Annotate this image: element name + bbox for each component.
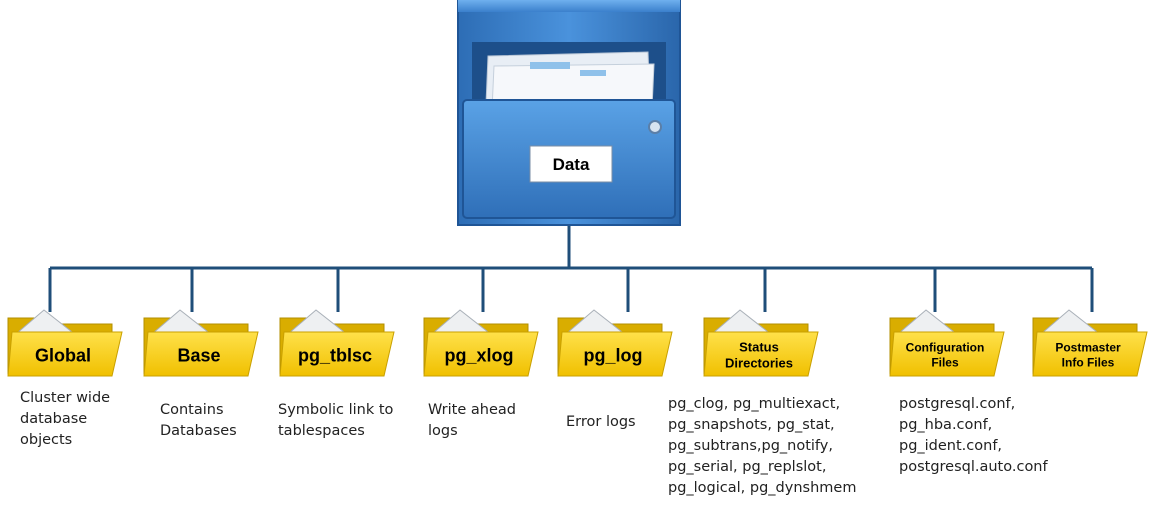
folder-pg-xlog: pg_xlog xyxy=(423,309,539,377)
description-line: Contains xyxy=(160,402,224,418)
description-line: logs xyxy=(428,423,458,439)
description-line: pg_logical, pg_dynshmem xyxy=(668,480,857,496)
description-pg-log: Error logs xyxy=(566,412,636,433)
folder-label: Info Files xyxy=(1062,356,1115,370)
folder-label: Base xyxy=(177,345,220,365)
folder-label: Postmaster xyxy=(1055,341,1121,355)
description-line: pg_serial, pg_replslot, xyxy=(668,459,827,475)
description-line: pg_snapshots, pg_stat, xyxy=(668,417,835,433)
folder-label: pg_xlog xyxy=(444,345,513,365)
description-line: Error logs xyxy=(566,414,636,430)
description-pg-tblsc: Symbolic link to tablespaces xyxy=(278,400,393,442)
connector-lines xyxy=(48,222,1094,312)
description-line: pg_clog, pg_multiexact, xyxy=(668,396,841,412)
folder-label: Status xyxy=(739,340,779,355)
description-global: Cluster wide database objects xyxy=(20,388,110,451)
folder-label: Configuration xyxy=(906,341,985,355)
description-line: Symbolic link to xyxy=(278,402,394,418)
description-line: postgresql.conf, xyxy=(899,396,1016,412)
description-line: pg_subtrans,pg_notify, xyxy=(668,438,833,454)
folder-label: Files xyxy=(931,356,959,370)
folder-label: Global xyxy=(35,345,91,365)
folder-base: Base xyxy=(143,309,259,377)
folders: Global Base pg_tblsc pg_xlog pg_log StatusDir… xyxy=(7,309,1148,377)
folder-pg-tblsc: pg_tblsc xyxy=(279,309,395,377)
file-cabinet-icon: Data xyxy=(457,0,681,226)
description-line: pg_ident.conf, xyxy=(899,438,1003,454)
folder-label: pg_tblsc xyxy=(298,345,372,365)
description-line: Databases xyxy=(160,423,237,439)
cabinet-label: Data xyxy=(553,155,590,174)
description-line: tablespaces xyxy=(278,423,365,439)
folder-global: Global xyxy=(7,309,123,377)
description-status-directories: pg_clog, pg_multiexact, pg_snapshots, pg_… xyxy=(668,394,856,499)
description-line: Write ahead xyxy=(428,402,516,418)
folder-label: pg_log xyxy=(584,345,643,365)
description-configuration-files: postgresql.conf, pg_hba.conf, pg_ident.con… xyxy=(899,394,1048,478)
folder-label: Directories xyxy=(725,356,793,371)
description-line: Cluster wide xyxy=(20,390,111,406)
description-pg-xlog: Write ahead logs xyxy=(428,400,516,442)
description-line: database xyxy=(20,411,88,427)
description-line: objects xyxy=(20,432,73,448)
description-line: pg_hba.conf, xyxy=(899,417,993,433)
folder-pg-log: pg_log xyxy=(557,309,673,377)
description-line: postgresql.auto.conf xyxy=(899,459,1048,475)
